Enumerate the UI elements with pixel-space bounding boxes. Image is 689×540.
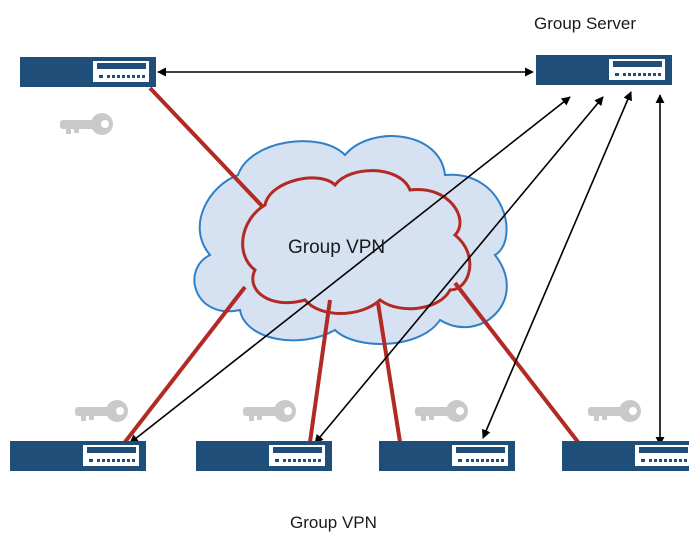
key-icon — [243, 400, 296, 422]
diagram-caption: Group VPN — [290, 513, 377, 532]
vpn-device-icon — [20, 57, 156, 87]
key-icon — [75, 400, 128, 422]
vpn-device-icon — [196, 441, 332, 471]
vpn-device-icon — [379, 441, 515, 471]
key-icon — [415, 400, 468, 422]
vpn-device-icon — [10, 441, 146, 471]
group-server-label: Group Server — [534, 14, 636, 33]
key-icon — [588, 400, 641, 422]
group-server-device-icon — [536, 55, 672, 85]
vpn-device-icon — [562, 441, 689, 471]
key-icon — [60, 113, 113, 135]
double-arrow-icon — [129, 67, 665, 446]
cloud-label: Group VPN — [288, 237, 385, 258]
